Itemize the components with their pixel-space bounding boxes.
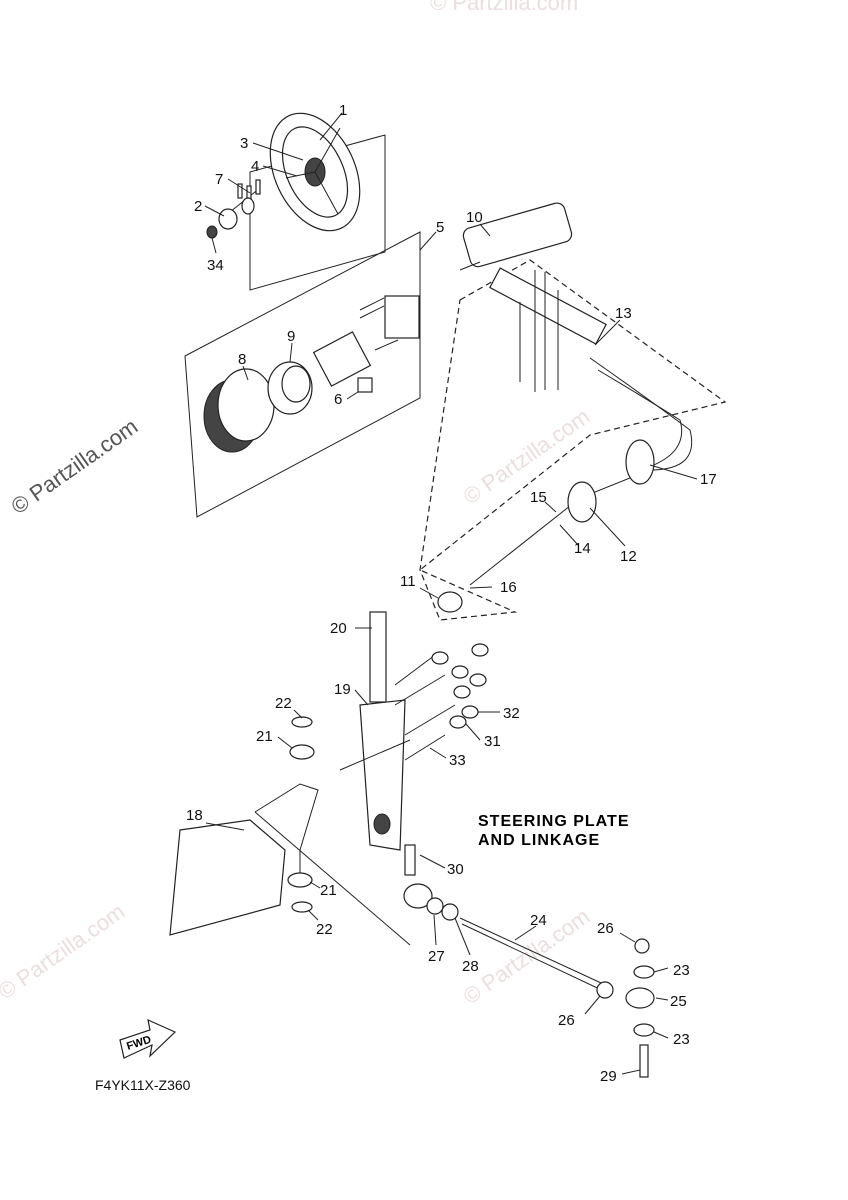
fwd-arrow: FWD xyxy=(119,1018,177,1059)
callout-26-top: 26 xyxy=(597,920,614,937)
drawing-code: F4YK11X-Z360 xyxy=(95,1077,191,1093)
callout-23-bottom: 23 xyxy=(673,1031,690,1048)
callout-14: 14 xyxy=(574,540,591,557)
steering-wheel xyxy=(249,112,386,291)
callout-2: 2 xyxy=(194,198,202,215)
watermark-main: © Partzilla.com xyxy=(7,414,143,520)
watermark-faint: © Partzilla.com xyxy=(430,0,578,15)
callout-7: 7 xyxy=(215,171,223,188)
callout-17: 17 xyxy=(700,471,717,488)
callout-22-top: 22 xyxy=(275,695,292,712)
callout-12: 12 xyxy=(620,548,637,565)
callout-34: 34 xyxy=(207,257,224,274)
callout-labels: 1 2 3 4 5 6 7 8 9 10 11 12 13 14 15 16 1… xyxy=(186,102,717,1085)
callout-21-bottom: 21 xyxy=(320,882,337,899)
callout-8: 8 xyxy=(238,351,246,368)
callout-28: 28 xyxy=(462,958,479,975)
callout-16: 16 xyxy=(500,579,517,596)
cable-assembly xyxy=(418,202,727,621)
callout-6: 6 xyxy=(334,391,342,408)
diagram-title-line2: AND LINKAGE xyxy=(478,832,600,849)
callout-9: 9 xyxy=(287,328,295,345)
callout-24: 24 xyxy=(530,912,547,929)
callout-23-top: 23 xyxy=(673,962,690,979)
steering-plate xyxy=(169,611,489,946)
watermark-faint: © Partzilla.com xyxy=(0,899,129,1005)
callout-26-bottom: 26 xyxy=(558,1012,575,1029)
watermark-faint: © Partzilla.com xyxy=(459,904,595,1010)
callout-4: 4 xyxy=(251,158,259,175)
callout-3: 3 xyxy=(240,135,248,152)
callout-33: 33 xyxy=(449,752,466,769)
callout-15: 15 xyxy=(530,489,547,506)
callout-30: 30 xyxy=(447,861,464,878)
callout-leaders xyxy=(204,112,698,1075)
callout-21-top: 21 xyxy=(256,728,273,745)
callout-13: 13 xyxy=(615,305,632,322)
wheel-hardware xyxy=(206,179,261,239)
callout-18: 18 xyxy=(186,807,203,824)
callout-32: 32 xyxy=(503,705,520,722)
callout-27: 27 xyxy=(428,948,445,965)
diagram-title-line1: STEERING PLATE xyxy=(478,813,630,830)
callout-5: 5 xyxy=(436,219,444,236)
callout-25: 25 xyxy=(670,993,687,1010)
callout-29: 29 xyxy=(600,1068,617,1085)
steering-helm-group xyxy=(184,231,421,518)
callout-20: 20 xyxy=(330,620,347,637)
callout-19: 19 xyxy=(334,681,351,698)
callout-10: 10 xyxy=(466,209,483,226)
callout-11: 11 xyxy=(400,573,416,590)
callout-31: 31 xyxy=(484,733,501,750)
callout-22-bottom: 22 xyxy=(316,921,333,938)
callout-1: 1 xyxy=(339,102,347,119)
linkage xyxy=(403,844,655,1078)
